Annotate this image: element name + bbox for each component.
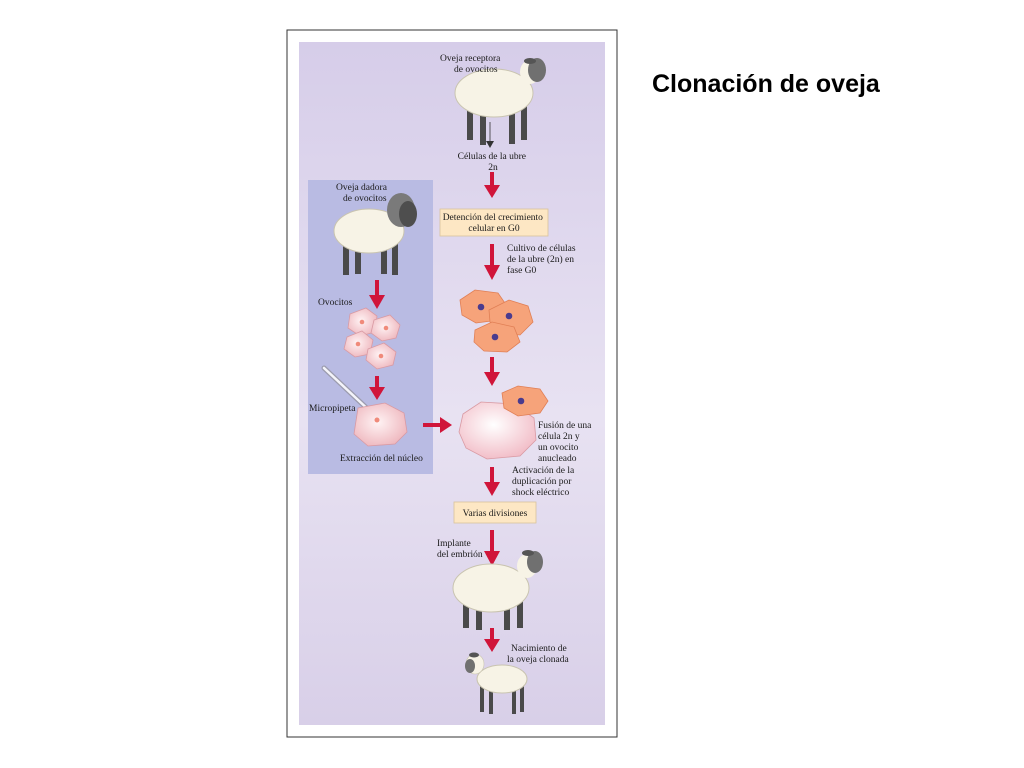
birth-label: Nacimiento de la oveja clonada (507, 644, 570, 665)
fusing-cell-nucleus (517, 397, 525, 405)
arrows (369, 172, 500, 652)
arrow-4 (484, 467, 500, 496)
enucleated-oocyte (458, 401, 537, 460)
arrow-1 (484, 172, 500, 198)
arrow-2 (484, 244, 500, 280)
cloned-lamb-icon (465, 652, 528, 714)
recipient-label: Oveja receptora de ovocitos (440, 54, 503, 75)
culture-label: Cultivo de células de la ubre (2n) en fa… (507, 244, 578, 276)
donor-sheep-icon (333, 193, 417, 275)
divisions-text: Varias divisiones (463, 509, 528, 519)
activation-label: Activación de la duplicación por shock e… (512, 466, 577, 498)
fusing-udder-cell (501, 385, 549, 417)
arrow-3 (484, 357, 500, 386)
surrogate-sheep-icon (452, 550, 543, 630)
growth-arrest-box (439, 208, 549, 237)
arrow-donor-2 (369, 376, 385, 400)
oocytes-label: Ovocitos (318, 298, 353, 308)
arrow-donor-1 (369, 280, 385, 309)
arrow-horizontal (423, 417, 452, 433)
implant-label: Implante del embrión (437, 539, 483, 560)
udder-cells-label: Células de la ubre 2n (458, 152, 529, 173)
nucleus-extraction-label: Extracción del núcleo (340, 454, 423, 464)
udder-cell-nuclei (477, 303, 513, 341)
arrow-5 (484, 530, 500, 566)
recipient-sheep-icon (454, 58, 546, 145)
growth-arrest-text: Detención del crecimiento celular en G0 (443, 213, 546, 234)
slide-title: Clonación de oveja (652, 70, 880, 98)
enucleating-oocyte (353, 402, 408, 447)
donor-label: Oveja dadora de ovocitos (336, 183, 389, 204)
divisions-box (453, 501, 537, 524)
extracted-nucleus (374, 417, 380, 423)
fusion-label: Fusión de una célula 2n y un ovocito anu… (538, 421, 594, 464)
micropipette-label: Micropipeta (309, 404, 356, 414)
oocyte-nuclei (355, 319, 389, 359)
arrow-6 (484, 628, 500, 652)
